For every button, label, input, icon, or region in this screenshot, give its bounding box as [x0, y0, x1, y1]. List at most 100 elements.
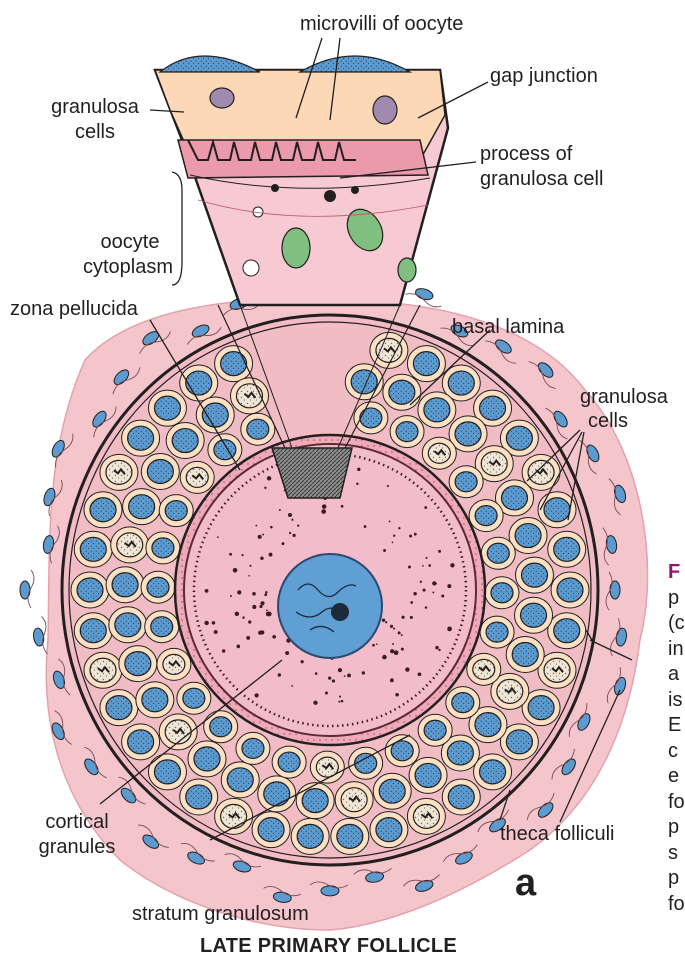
cytoplasm-granule [259, 605, 262, 608]
cytoplasm-granule [246, 636, 250, 640]
cytoplasm-granule [313, 701, 317, 705]
cytoplasm-granule [420, 581, 422, 583]
caption-fig-letter: F [668, 561, 680, 583]
cytoplasm-granule [447, 584, 451, 588]
label-granulosa-top-2: cells [40, 120, 150, 144]
caption-line: c [668, 739, 685, 765]
cytoplasm-granule [408, 566, 411, 569]
cytoplasm-granule [260, 557, 263, 560]
cytoplasm-granule [204, 621, 208, 625]
label-gap-junction: gap junction [490, 64, 598, 88]
cytoplasm-granule [236, 645, 240, 649]
label-oocyte-1: oocyte [90, 230, 170, 254]
granulosa-cell [157, 648, 191, 680]
cytoplasm-granule [423, 589, 426, 592]
cytoplasm-granule [233, 568, 238, 573]
cytoplasm-granule [212, 621, 215, 624]
caption-line: p [668, 815, 685, 841]
cytoplasm-granule [242, 616, 244, 618]
granulosa-cell [373, 773, 411, 809]
cytoplasm-granule [435, 583, 437, 585]
cytoplasm-granule [401, 648, 404, 651]
cytoplasm-granule [357, 468, 360, 471]
caption-line: fo [668, 892, 685, 918]
caption-line: (c [668, 611, 685, 637]
cytoplasm-granule [278, 673, 281, 676]
granulosa-cell [252, 812, 290, 848]
granulosa-cell [442, 779, 480, 815]
granulosa-cell [159, 495, 193, 527]
cytoplasm-granule [266, 609, 268, 611]
granulosa-cell [100, 690, 138, 726]
cytoplasm-granule [422, 565, 424, 567]
cytoplasm-granule [262, 534, 264, 536]
granulosa-cell [418, 714, 452, 746]
granulosa-cell [370, 812, 408, 848]
cytoplasm-granule [235, 612, 239, 616]
cytoplasm-granule [264, 593, 267, 596]
cytoplasm-granule [325, 692, 328, 695]
cytoplasm-granule [362, 671, 365, 674]
cytoplasm-granule [229, 553, 232, 556]
label-granulosa-right-1: granulosa [580, 385, 668, 409]
granulosa-cell [122, 724, 160, 760]
cytoplasm-granule [390, 625, 393, 628]
cytoplasm-granule [339, 696, 341, 698]
label-process-2: granulosa cell [480, 167, 603, 191]
cytoplasm-granule [392, 542, 394, 544]
cytoplasm-granule [398, 527, 400, 529]
cytoplasm-granule [270, 526, 273, 529]
granulosa-cell [106, 567, 144, 603]
cropped-caption: F p(cinaisEcefopspfo [668, 560, 685, 917]
cytoplasm-granule [364, 525, 367, 528]
cytoplasm-granule [401, 634, 403, 636]
cytoplasm-granule [289, 532, 291, 534]
granulosa-cell [354, 402, 388, 434]
cytoplasm-granule [265, 591, 267, 593]
granulosa-cell [236, 732, 270, 764]
cytoplasm-granule [376, 643, 378, 645]
cytoplasm-granule [301, 660, 304, 663]
granulosa-cell [241, 413, 275, 445]
cytoplasm-granule [292, 534, 295, 537]
cytoplasm-granule [332, 679, 335, 682]
cytoplasm-granule [410, 601, 413, 604]
granulosa-cell [474, 754, 512, 790]
granulosa-cell [71, 572, 109, 608]
cytoplasm-granule [424, 506, 427, 509]
granulosa-cell [407, 346, 445, 382]
cytoplasm-granule [385, 621, 387, 623]
cytoplasm-granule [272, 635, 276, 639]
cytoplasm-granule [252, 605, 256, 609]
granulosa-cell [418, 392, 456, 428]
granulosa-cell [215, 798, 253, 834]
caption-line: s [668, 841, 685, 867]
granulosa-cell [548, 613, 586, 649]
granulosa-cell [291, 818, 329, 854]
cytoplasm-granule [269, 553, 273, 557]
cytoplasm-granule [264, 487, 266, 489]
cytoplasm-granule [394, 650, 399, 655]
granulosa-cell [148, 754, 186, 790]
cytoplasm-granule [338, 668, 342, 672]
granulosa-cell [506, 636, 544, 672]
cytoplasm-granule [413, 592, 416, 595]
granulosa-cell [100, 454, 138, 490]
cytoplasm-granule [387, 485, 389, 487]
cytoplasm-granule [341, 700, 344, 703]
cytoplasm-granule [205, 589, 209, 593]
granulosa-cell [469, 500, 503, 532]
cytoplasm-granule [321, 509, 326, 514]
granulosa-cell [409, 757, 447, 793]
cytoplasm-granule [341, 505, 344, 508]
caption-lines: p(cinaisEcefopspfo [668, 586, 685, 918]
cytoplasm-granule [258, 535, 262, 539]
label-process-1: process of [480, 142, 572, 166]
cytoplasm-granule [255, 525, 257, 527]
cytoplasm-granule [393, 535, 395, 537]
cytoplasm-granule [418, 672, 422, 676]
cytoplasm-granule [267, 476, 271, 480]
granulosa-cell [180, 779, 218, 815]
cytoplasm-granule [315, 672, 318, 675]
granulosa-cell [141, 453, 179, 489]
